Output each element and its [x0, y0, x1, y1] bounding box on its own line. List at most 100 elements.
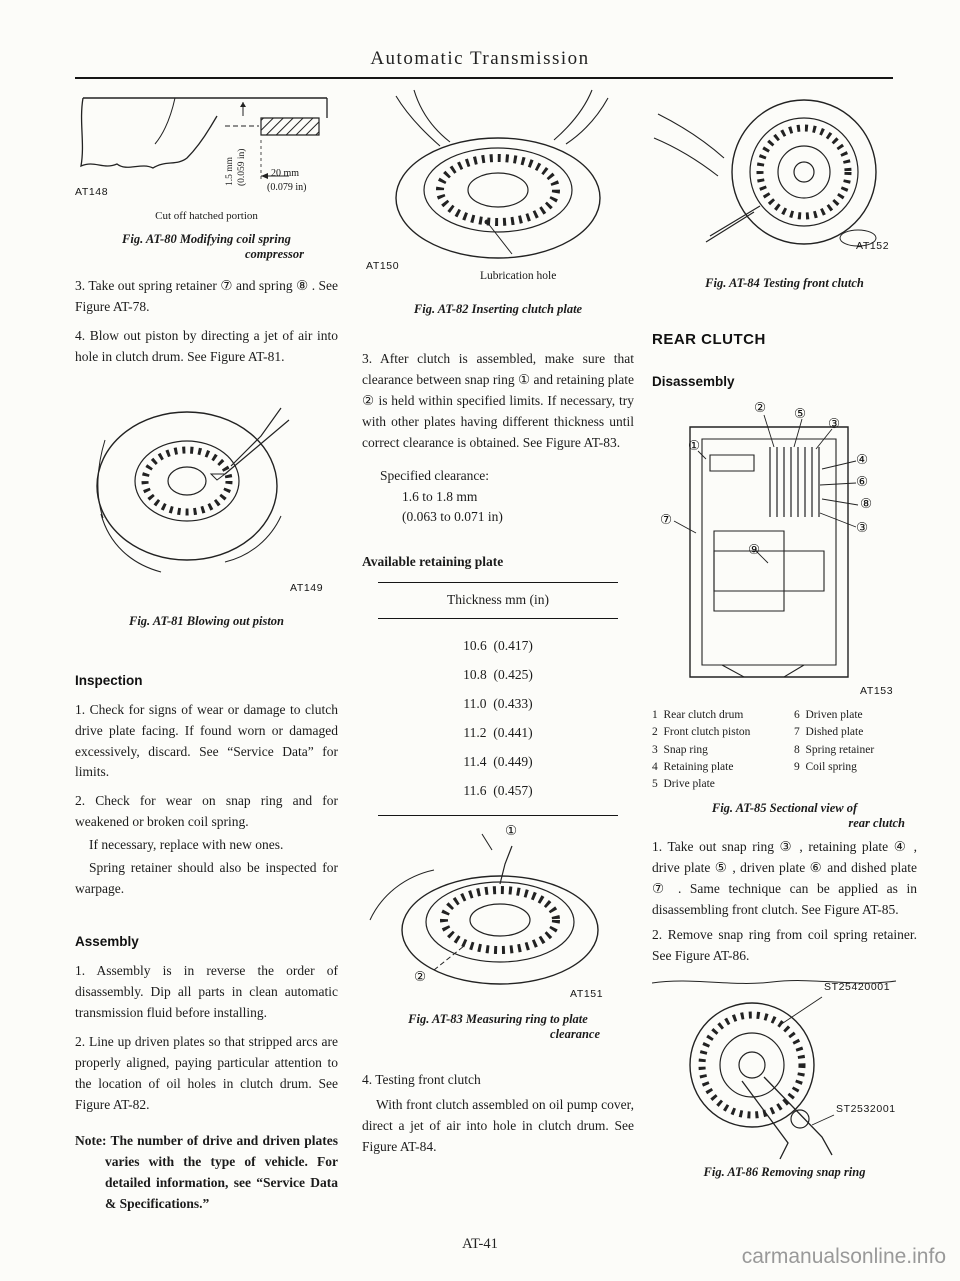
fig85-caption: Fig. AT-85 Sectional view of rear clutch [652, 801, 917, 831]
legend-item: 2 Front clutch piston [652, 726, 751, 739]
fig85-callout-7: ⑦ [660, 512, 673, 527]
table-row: 11.4 (0.449) [463, 754, 533, 770]
fig80-caption-line2: compressor [244, 247, 304, 261]
fig85-caption-line2: rear clutch [848, 816, 905, 831]
fig83-caption: Fig. AT-83 Measuring ring to plate clear… [362, 1012, 634, 1042]
fig82-lubrication-hole-label: Lubrication hole [480, 270, 557, 282]
middle-paragraph-5: With front clutch assembled on oil pump … [362, 1097, 634, 1155]
assembly-paragraph-2: 2. Line up driven plates so that strippe… [75, 1033, 338, 1112]
removing-snap-ring-drawing [652, 977, 917, 1161]
fig85-callout-5: ⑤ [794, 406, 807, 421]
inspection-heading: Inspection [75, 672, 143, 688]
figure-at83: ① ② AT151 [362, 824, 634, 1004]
figure-code-at149: AT149 [290, 581, 324, 594]
assembly-note: Note: The number of drive and driven pla… [75, 1133, 338, 1212]
legend-item: 9 Coil spring [794, 760, 857, 773]
inspection-paragraph-3: If necessary, replace with new ones. [89, 837, 284, 853]
fig84-caption-line1: Fig. AT-84 Testing front clutch [705, 276, 864, 290]
fig86-tool-label-1: ST25420001 [824, 980, 891, 993]
fig85-callout-4: ④ [856, 452, 869, 467]
rear-clutch-sectional-drawing [652, 399, 917, 689]
legend-item: 3 Snap ring [652, 743, 708, 756]
spec-clearance-value-in: (0.063 to 0.071 in) [402, 509, 503, 525]
inspection-paragraph-2: 2. Check for wear on snap ring and for w… [75, 793, 338, 830]
fig85-callout-8: ⑧ [860, 496, 873, 511]
page-title: Automatic Transmission [370, 48, 590, 69]
fig85-callout-6: ⑥ [856, 474, 869, 489]
legend-item: 6 Driven plate [794, 709, 863, 721]
fig81-caption-line1: Fig. AT-81 Blowing out piston [128, 613, 285, 628]
rear-clutch-heading: REAR CLUTCH [652, 331, 766, 348]
fig86-caption: Fig. AT-86 Removing snap ring [652, 1165, 917, 1180]
table-row: 11.6 (0.457) [463, 783, 533, 799]
figure-at82: AT150 Lubrication hole [362, 88, 634, 288]
table-row: 10.8 (0.425) [463, 667, 533, 683]
figure-code-at148: AT148 [75, 186, 109, 198]
fig83-callout-1: ① [505, 823, 518, 839]
paragraph-step3: 3. Take out spring retainer ⑦ and spring… [75, 278, 338, 314]
figure-at81: AT149 [75, 386, 338, 602]
table-row: 10.6 (0.417) [463, 638, 533, 654]
table-row: 11.2 (0.441) [463, 725, 533, 741]
fig80-dim-h2: (0.079 in) [267, 182, 307, 193]
legend-item: 8 Spring retainer [794, 743, 875, 756]
fig86-tool-label-2: ST2532001 [836, 1102, 896, 1115]
fig83-callout-2: ② [414, 969, 427, 985]
figure-at86: ST25420001 ST2532001 [652, 977, 917, 1163]
table-body: 10.6 (0.417) 10.8 (0.425) 11.0 (0.433) 1… [378, 619, 618, 805]
legend-column-right: 6 Driven plate 7 Dished plate 8 Spring r… [794, 707, 917, 793]
legend-item: 4 Retaining plate [652, 760, 734, 773]
retaining-plate-table-heading: Available retaining plate [362, 554, 504, 570]
spec-clearance-value-mm: 1.6 to 1.8 mm [402, 488, 478, 504]
page-number: AT-41 [462, 1236, 498, 1252]
retaining-plate-table: Thickness mm (in) 10.6 (0.417) 10.8 (0.4… [378, 582, 618, 817]
middle-paragraph-3: 3. After clutch is assembled, make sure … [362, 351, 634, 450]
right-paragraph-2: 2. Remove snap ring from coil spring ret… [652, 926, 917, 963]
inspection-paragraph-4: Spring retainer should also be inspected… [75, 860, 338, 897]
disassembly-heading: Disassembly [652, 374, 735, 389]
figure-code-at151: AT151 [570, 988, 604, 1001]
figure-at85: ① ② ⑤ ③ ④ ⑥ ⑧ ③ ⑦ ⑨ AT153 [652, 399, 917, 699]
middle-column: AT150 Lubrication hole Fig. AT-82 Insert… [362, 88, 634, 1158]
fig80-vertical-dimension: 1.5 mm (0.059 in) [225, 149, 249, 186]
inserting-clutch-plate-drawing [362, 88, 634, 266]
figure-code-at150: AT150 [366, 260, 400, 272]
middle-paragraph-4: 4. Testing front clutch [362, 1072, 481, 1088]
left-column: AT148 1.5 mm (0.059 in) 20 mm (0.079 in)… [75, 88, 338, 1215]
right-column: AT152 Fig. AT-84 Testing front clutch RE… [652, 88, 917, 1180]
figure-at80: AT148 1.5 mm (0.059 in) 20 mm (0.079 in) [75, 88, 338, 208]
table-row: 11.0 (0.433) [463, 696, 533, 712]
legend-item: 1 Rear clutch drum [652, 709, 744, 721]
inspection-paragraph-1: 1. Check for signs of wear or damage to … [75, 701, 338, 780]
fig80-dim-v2: (0.059 in) [236, 148, 247, 186]
specified-clearance-block: Specified clearance: 1.6 to 1.8 mm (0.06… [362, 466, 634, 529]
fig83-caption-line2: clearance [550, 1027, 600, 1042]
fig85-callout-2: ② [754, 400, 767, 415]
fig85-callout-9: ⑨ [748, 542, 761, 557]
paragraph-step4: 4. Blow out piston by directing a jet of… [75, 327, 338, 364]
legend-item: 7 Dished plate [794, 726, 864, 739]
spec-clearance-title: Specified clearance: [380, 467, 490, 483]
fig85-callout-1: ① [688, 438, 701, 453]
fig85-legend: 1 Rear clutch drum 2 Front clutch piston… [652, 707, 917, 793]
testing-front-clutch-drawing [652, 88, 917, 260]
blowing-out-piston-drawing [75, 386, 338, 586]
header-rule [75, 77, 893, 79]
fig85-callout-3-right: ③ [856, 520, 869, 535]
coil-spring-compressor-drawing [75, 88, 338, 206]
right-paragraph-1: 1. Take out snap ring ③ , retaining plat… [652, 839, 917, 918]
assembly-heading: Assembly [75, 933, 139, 949]
fig85-callout-3-top: ③ [828, 416, 841, 431]
figure-at84: AT152 [652, 88, 917, 264]
watermark: carmanualsonline.info [741, 1245, 946, 1268]
fig86-caption-line1: Fig. AT-86 Removing snap ring [703, 1164, 866, 1179]
assembly-paragraph-1: 1. Assembly is in reverse the order of d… [75, 962, 338, 1020]
fig82-caption: Fig. AT-82 Inserting clutch plate [362, 302, 634, 317]
fig84-caption: Fig. AT-84 Testing front clutch [652, 276, 917, 291]
fig82-caption-line1: Fig. AT-82 Inserting clutch plate [413, 302, 583, 316]
fig80-dim-h1: 20 mm [271, 168, 300, 179]
fig80-caption-line1: Fig. AT-80 Modifying coil spring [122, 232, 291, 246]
table-header-thickness: Thickness mm (in) [378, 583, 618, 620]
fig80-dim-v1: 1.5 mm [225, 156, 235, 186]
